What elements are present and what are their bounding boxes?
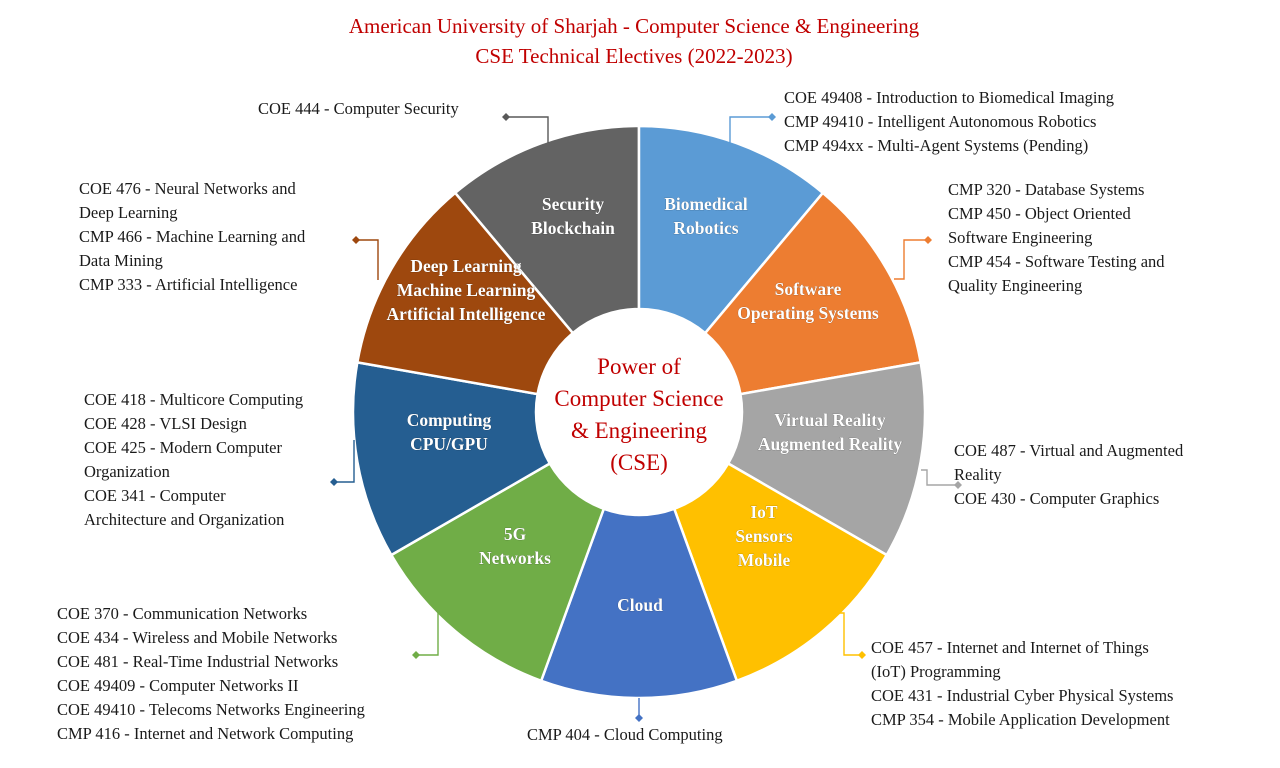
course-item: CMP 454 - Software Testing and bbox=[948, 252, 1165, 271]
wheel-segments bbox=[351, 124, 927, 700]
course-item: CMP 466 - Machine Learning and bbox=[79, 227, 306, 246]
course-item: Software Engineering bbox=[948, 228, 1093, 247]
course-item: COE 418 - Multicore Computing bbox=[84, 390, 304, 409]
course-item: COE 457 - Internet and Internet of Thing… bbox=[871, 638, 1149, 657]
connector-computing bbox=[334, 440, 355, 483]
connector-end-marker bbox=[502, 113, 510, 121]
course-item: CMP 404 - Cloud Computing bbox=[527, 725, 723, 744]
course-item: CMP 354 - Mobile Application Development bbox=[871, 710, 1170, 729]
course-item: Reality bbox=[954, 465, 1002, 484]
center-line-2: Computer Science bbox=[554, 386, 723, 411]
center-line-4: (CSE) bbox=[610, 450, 668, 475]
segment-label-iot: Sensors bbox=[735, 526, 793, 546]
connector-lines bbox=[330, 113, 962, 722]
course-item: Quality Engineering bbox=[948, 276, 1083, 295]
course-item: CMP 450 - Object Oriented bbox=[948, 204, 1131, 223]
course-item: Deep Learning bbox=[79, 203, 178, 222]
connector-end-marker bbox=[330, 478, 338, 486]
course-item: Data Mining bbox=[79, 251, 163, 270]
segment-label-ai: Machine Learning bbox=[397, 280, 536, 300]
segment-label-computing: Computing bbox=[407, 410, 492, 430]
courses-networks: COE 370 - Communication Networks COE 434… bbox=[57, 602, 365, 746]
course-item: COE 428 - VLSI Design bbox=[84, 414, 247, 433]
segment-label-software: Operating Systems bbox=[737, 303, 879, 323]
segment-label-security: Security bbox=[542, 194, 604, 214]
courses-iot: COE 457 - Internet and Internet of Thing… bbox=[871, 636, 1173, 732]
course-item: (IoT) Programming bbox=[871, 662, 1001, 681]
courses-biomedical: COE 49408 - Introduction to Biomedical I… bbox=[784, 86, 1114, 158]
segment-label-biomedical: Biomedical bbox=[664, 194, 748, 214]
connector-end-marker bbox=[412, 651, 420, 659]
connector-end-marker bbox=[635, 714, 643, 722]
segment-security bbox=[453, 124, 641, 335]
course-item: Organization bbox=[84, 462, 170, 481]
course-item: COE 49409 - Computer Networks II bbox=[57, 676, 299, 695]
connector-biomedical bbox=[729, 116, 772, 143]
segment-computing bbox=[351, 360, 552, 557]
course-item: CMP 416 - Internet and Network Computing bbox=[57, 724, 354, 743]
segment-label-networks: Networks bbox=[479, 548, 551, 568]
course-item: COE 444 - Computer Security bbox=[258, 99, 459, 118]
diagram-title: American University of Sharjah - Compute… bbox=[348, 14, 920, 38]
course-item: COE 481 - Real-Time Industrial Networks bbox=[57, 652, 339, 671]
courses-software: CMP 320 - Database Systems CMP 450 - Obj… bbox=[948, 178, 1165, 298]
center-circle bbox=[536, 309, 742, 515]
courses-computing: COE 418 - Multicore Computing COE 428 - … bbox=[84, 388, 303, 532]
course-item: COE 370 - Communication Networks bbox=[57, 604, 308, 623]
course-item: COE 341 - Computer bbox=[84, 486, 226, 505]
course-item: COE 431 - Industrial Cyber Physical Syst… bbox=[871, 686, 1174, 705]
connector-vr bbox=[921, 469, 958, 486]
connector-end-marker bbox=[924, 236, 932, 244]
courses-vr: COE 487 - Virtual and Augmented Reality … bbox=[954, 439, 1183, 511]
segment-label-vr: Virtual Reality bbox=[774, 410, 886, 430]
course-item: COE 49408 - Introduction to Biomedical I… bbox=[784, 88, 1114, 107]
course-item: Architecture and Organization bbox=[84, 510, 285, 529]
connector-iot bbox=[836, 612, 862, 656]
connector-end-marker bbox=[352, 236, 360, 244]
segment-label-iot: Mobile bbox=[738, 550, 791, 570]
courses-security: COE 444 - Computer Security bbox=[258, 97, 459, 121]
connector-end-marker bbox=[858, 651, 866, 659]
courses-ai: COE 476 - Neural Networks and Deep Learn… bbox=[79, 177, 305, 297]
segment-label-networks: 5G bbox=[504, 524, 527, 544]
connector-ai bbox=[356, 239, 379, 280]
connector-end-marker bbox=[954, 481, 962, 489]
course-item: COE 487 - Virtual and Augmented bbox=[954, 441, 1184, 460]
segment-label-ai: Artificial Intelligence bbox=[387, 304, 546, 324]
segment-label-computing: CPU/GPU bbox=[410, 434, 488, 454]
course-item: CMP 320 - Database Systems bbox=[948, 180, 1145, 199]
segment-label-ai: Deep Learning bbox=[410, 256, 522, 276]
center-line-3: & Engineering bbox=[571, 418, 708, 443]
courses-cloud: CMP 404 - Cloud Computing bbox=[527, 723, 723, 747]
segment-label-cloud: Cloud bbox=[617, 595, 663, 615]
course-item: COE 49410 - Telecoms Networks Engineerin… bbox=[57, 700, 365, 719]
course-item: CMP 494xx - Multi-Agent Systems (Pending… bbox=[784, 136, 1089, 155]
course-item: COE 425 - Modern Computer bbox=[84, 438, 282, 457]
segment-biomedical bbox=[637, 124, 825, 335]
diagram-subtitle: CSE Technical Electives (2022-2023) bbox=[475, 44, 793, 68]
connector-end-marker bbox=[768, 113, 776, 121]
connector-networks bbox=[416, 612, 439, 656]
course-item: COE 476 - Neural Networks and bbox=[79, 179, 296, 198]
center-line-1: Power of bbox=[597, 354, 681, 379]
segment-software bbox=[703, 191, 923, 396]
segment-label-biomedical: Robotics bbox=[673, 218, 738, 238]
segment-iot bbox=[672, 461, 889, 683]
course-item: CMP 49410 - Intelligent Autonomous Robot… bbox=[784, 112, 1097, 131]
connector-software bbox=[894, 239, 928, 280]
connector-security bbox=[506, 116, 549, 143]
segment-label-security: Blockchain bbox=[531, 218, 615, 238]
segment-label-iot: IoT bbox=[750, 502, 778, 522]
course-item: CMP 333 - Artificial Intelligence bbox=[79, 275, 298, 294]
segment-label-software: Software bbox=[775, 279, 842, 299]
course-item: COE 434 - Wireless and Mobile Networks bbox=[57, 628, 338, 647]
course-item: COE 430 - Computer Graphics bbox=[954, 489, 1160, 508]
segment-label-vr: Augmented Reality bbox=[758, 434, 903, 454]
